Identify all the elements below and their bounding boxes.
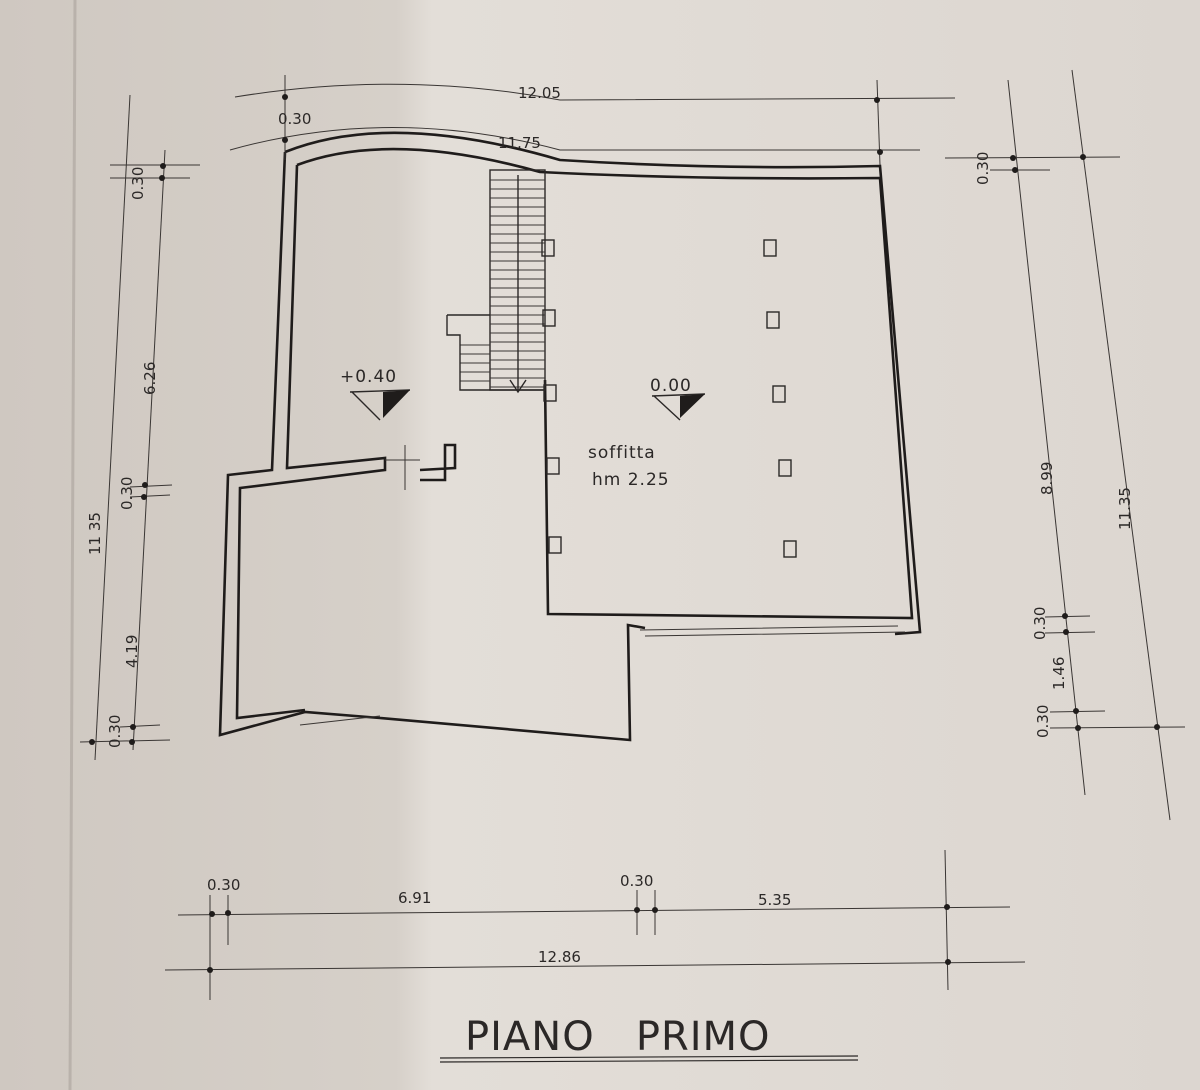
pillar: [778, 459, 792, 477]
level-marker-main: 0.00: [650, 376, 706, 421]
level-marker-upper: +0.40: [340, 367, 411, 421]
top-dimensions: 12.05 11.75 0.30: [229, 75, 956, 166]
paper-edge: [68, 0, 77, 1090]
pillar: [783, 540, 797, 558]
svg-text:8.99: 8.99: [1038, 462, 1056, 495]
svg-text:12.05: 12.05: [518, 84, 561, 102]
room-name: soffitta: [588, 443, 656, 463]
svg-text:0.30: 0.30: [620, 872, 653, 890]
svg-text:6.26: 6.26: [141, 362, 159, 395]
svg-text:0.30: 0.30: [207, 876, 240, 894]
bottom-dimensions: 0.30 6.91 0.30 5.35 12.86: [164, 849, 1026, 1000]
svg-text:0.30: 0.30: [106, 715, 124, 748]
level-label: 0.00: [650, 376, 692, 396]
svg-text:5.35: 5.35: [758, 891, 791, 909]
svg-text:0.30: 0.30: [129, 167, 147, 200]
pillar: [543, 384, 557, 402]
svg-text:0.30: 0.30: [1034, 705, 1052, 738]
svg-text:11 35: 11 35: [86, 512, 104, 555]
pillar: [772, 385, 786, 403]
svg-text:11.75: 11.75: [498, 134, 541, 152]
left-dimensions: 0.30 6.26 0.30 11 35 4.19 0.30: [79, 94, 200, 761]
svg-text:0.30: 0.30: [974, 152, 992, 185]
room-height: hm 2.25: [592, 470, 670, 490]
level-label: +0.40: [340, 367, 397, 387]
svg-text:0.30: 0.30: [1031, 607, 1049, 640]
svg-text:0.30: 0.30: [278, 110, 311, 128]
pillar: [766, 311, 780, 329]
right-dimensions: 0.30 8.99 11.35 0.30 1.46 0.30: [944, 69, 1186, 821]
pillar: [542, 309, 556, 327]
svg-text:0.30: 0.30: [118, 477, 136, 510]
drawing-title: PIANO PRIMO: [465, 1014, 771, 1060]
pillar: [763, 239, 777, 257]
pillar: [541, 239, 555, 257]
svg-text:6.91: 6.91: [398, 889, 431, 907]
svg-text:1.46: 1.46: [1050, 657, 1068, 690]
pillar: [546, 457, 560, 475]
svg-text:11.35: 11.35: [1116, 487, 1134, 530]
staircase: [446, 169, 546, 394]
svg-text:4.19: 4.19: [123, 635, 141, 668]
pillars: [541, 239, 797, 558]
pillar: [548, 536, 562, 554]
svg-text:12.86: 12.86: [538, 948, 581, 966]
walls: [218, 131, 922, 742]
